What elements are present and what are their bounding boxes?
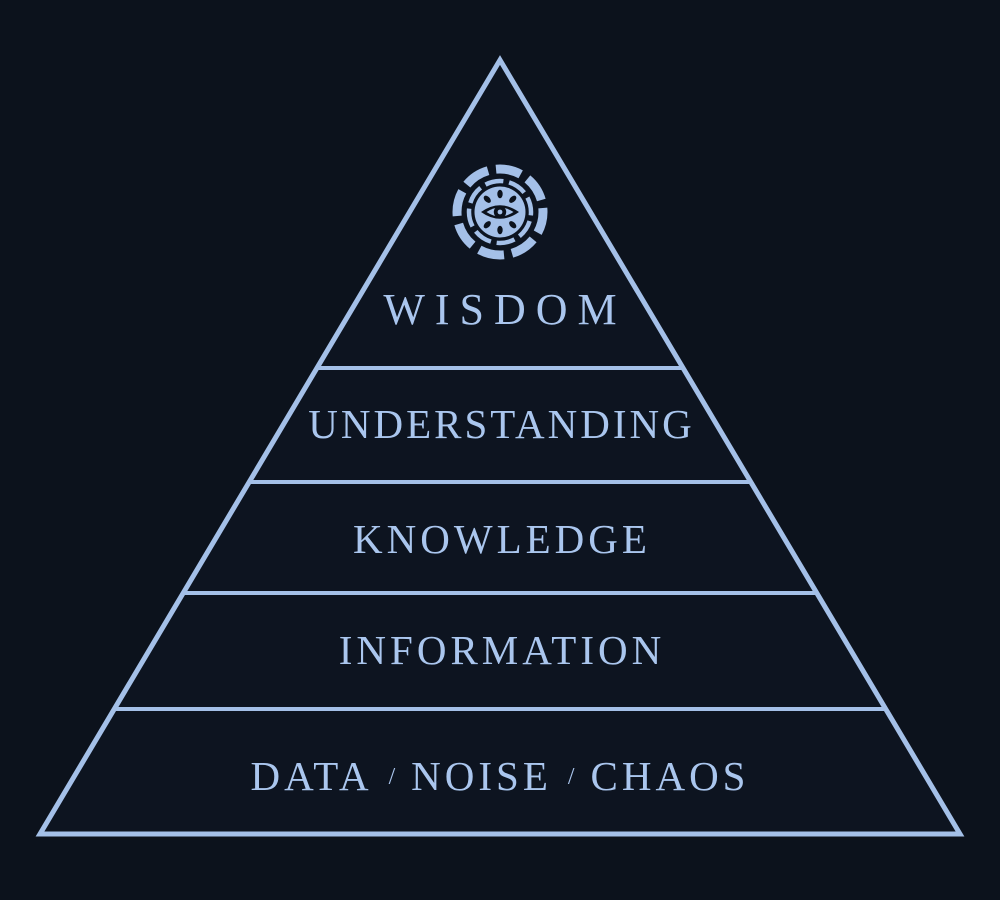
chaos-word: CHAOS (590, 753, 750, 799)
slash-separator: / (388, 764, 396, 790)
eye-glyph (481, 205, 519, 219)
slash-separator: / (567, 764, 575, 790)
pyramid-outline (35, 55, 965, 837)
eye-inner-ring (466, 178, 534, 246)
noise-word: NOISE (411, 753, 552, 799)
level-label-wisdom: WISDOM (383, 285, 627, 334)
level-label-information: INFORMATION (338, 627, 666, 673)
all-seeing-eye-icon (452, 164, 548, 260)
eye-ray-dots (483, 189, 517, 235)
level-label-knowledge: KNOWLEDGE (353, 516, 651, 562)
eye-outer-ring (452, 164, 548, 260)
level-label-understanding: UNDERSTANDING (308, 401, 695, 447)
data-word: DATA (250, 753, 373, 799)
level-label-data-noise-chaos: DATA / NOISE / CHAOS (0, 752, 1000, 800)
